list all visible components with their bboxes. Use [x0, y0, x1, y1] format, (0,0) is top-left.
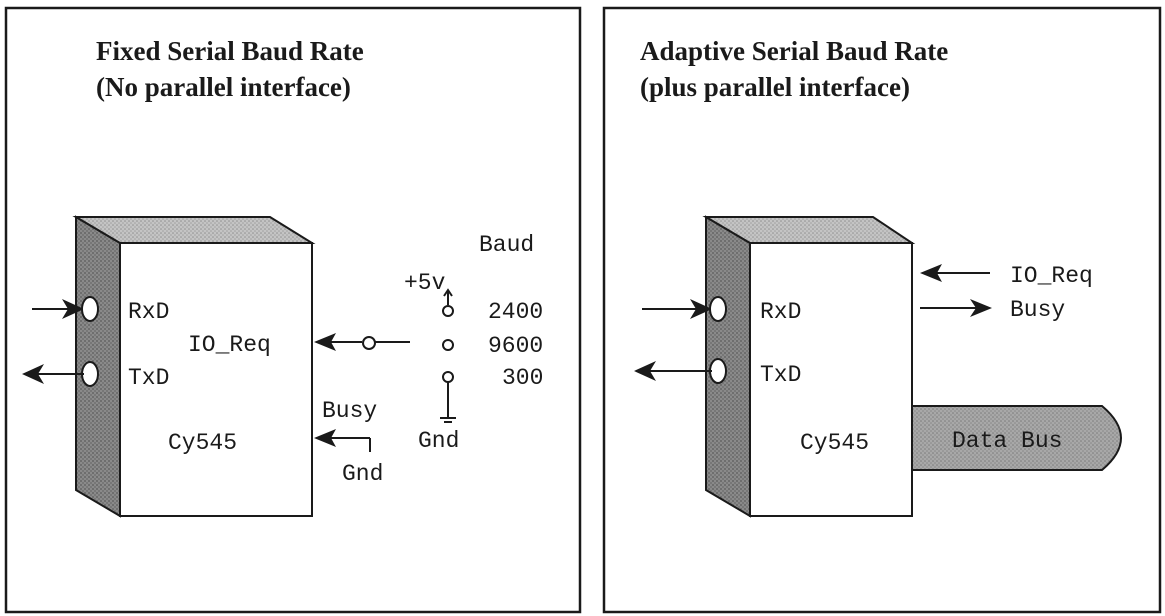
right-busy-connection	[920, 299, 992, 317]
right-busy-label: Busy	[1010, 297, 1065, 323]
left-chip-side-face	[75, 215, 121, 518]
left-pin-busy-label: Busy	[322, 398, 377, 424]
left-busy-connection	[314, 429, 371, 452]
right-pin-txd-label: TxD	[760, 362, 801, 388]
right-title-line1: Adaptive Serial Baud Rate	[640, 36, 948, 66]
left-rxd-pin-icon	[81, 296, 99, 322]
left-panel: Fixed Serial Baud Rate (No parallel inte…	[4, 6, 582, 614]
left-baud-selector: Baud +5v 2400 9600 300 Gnd	[404, 232, 543, 454]
right-chip-block	[702, 215, 916, 518]
right-rxd-pin-icon	[709, 296, 727, 322]
left-pin-txd-label: TxD	[128, 365, 169, 391]
left-baud-contact-9600	[442, 339, 454, 351]
left-baud-rate-1: 9600	[488, 333, 543, 359]
left-txd-connection	[22, 361, 99, 387]
right-txd-connection	[634, 358, 727, 384]
left-baud-heading: Baud	[479, 232, 534, 258]
left-pin-io-req-label: IO_Req	[188, 332, 271, 358]
right-pin-rxd-label: RxD	[760, 299, 801, 325]
right-title-line2: (plus parallel interface)	[640, 72, 910, 102]
left-baud-gnd-label: Gnd	[418, 428, 459, 454]
left-rxd-connection	[32, 296, 99, 322]
right-chip-name: Cy545	[800, 430, 869, 456]
left-txd-arrow-icon	[22, 364, 44, 384]
right-io-req-arrow-icon	[920, 264, 942, 282]
right-io-req-connection	[920, 264, 990, 282]
right-rxd-connection	[642, 296, 727, 322]
left-rxd-arrow-icon	[62, 299, 84, 319]
left-busy-arrow-icon	[314, 429, 336, 447]
left-chip-front-face	[119, 242, 313, 517]
left-io-req-connection	[314, 333, 410, 351]
left-io-req-arrow-icon	[314, 333, 336, 351]
left-panel-frame	[4, 6, 582, 614]
right-data-bus	[904, 405, 1122, 471]
right-panel: Adaptive Serial Baud Rate (plus parallel…	[602, 6, 1162, 614]
right-panel-frame	[602, 6, 1162, 614]
left-baud-contact-300	[442, 371, 454, 383]
right-data-bus-label: Data Bus	[952, 428, 1062, 454]
left-title-line2: (No parallel interface)	[96, 72, 351, 102]
right-txd-arrow-icon	[634, 361, 656, 381]
left-chip-name: Cy545	[168, 430, 237, 456]
left-title-line1: Fixed Serial Baud Rate	[96, 36, 364, 66]
left-selector-pivot-icon	[362, 336, 376, 350]
left-supply-label: +5v	[404, 270, 446, 296]
right-chip-front-face	[749, 242, 913, 517]
left-baud-rate-0: 2400	[488, 299, 543, 325]
right-txd-pin-icon	[709, 358, 727, 384]
left-busy-gnd-label: Gnd	[342, 461, 383, 487]
right-rxd-arrow-icon	[690, 299, 712, 319]
left-txd-pin-icon	[81, 361, 99, 387]
left-baud-contact-2400	[442, 305, 454, 317]
right-busy-arrow-icon	[970, 299, 992, 317]
left-pin-rxd-label: RxD	[128, 299, 169, 325]
right-data-bus-shape	[904, 405, 1122, 471]
right-io-req-label: IO_Req	[1010, 263, 1093, 289]
left-chip-block	[72, 215, 316, 518]
left-baud-rate-2: 300	[502, 365, 543, 391]
